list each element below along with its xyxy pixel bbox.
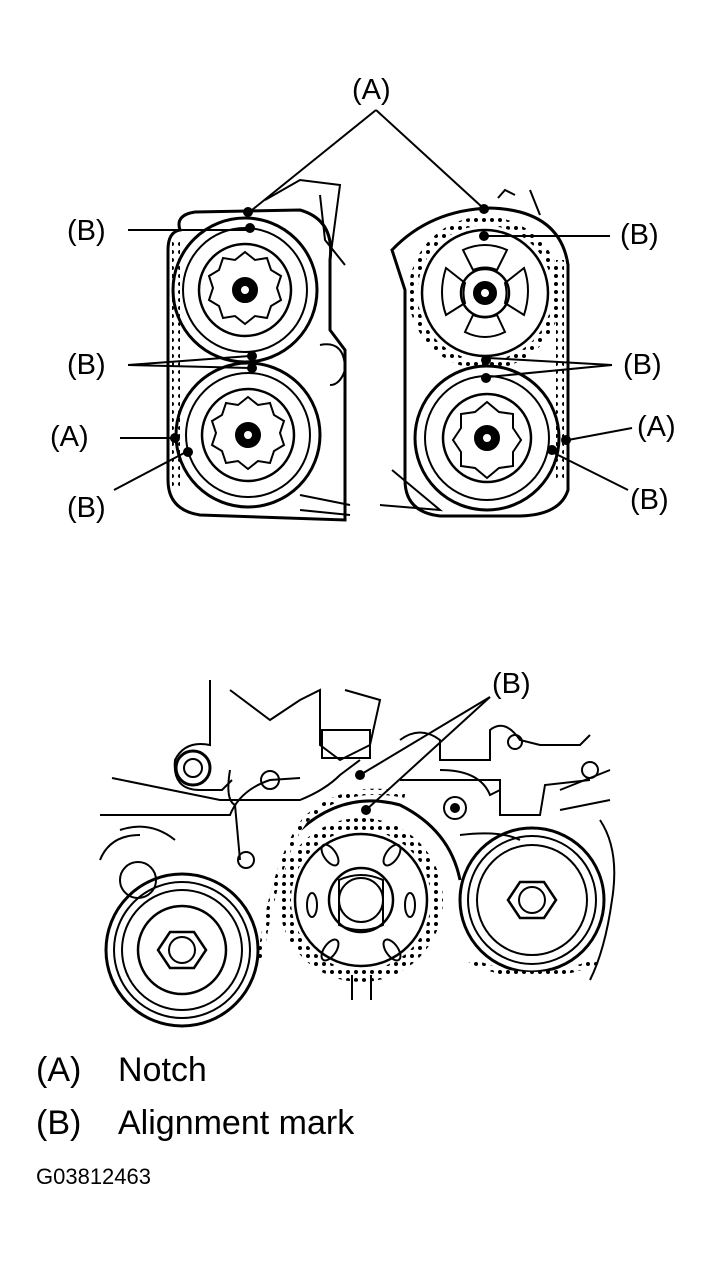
legend-key: (A) <box>36 1051 82 1089</box>
callout-b-bottom: (B) <box>492 668 531 700</box>
crank-sprocket-assembly <box>99 680 616 1028</box>
legend-item-notch: (A) Notch <box>36 1050 207 1090</box>
legend-key: (B) <box>36 1104 82 1142</box>
legend-text: Notch <box>118 1051 207 1089</box>
right-bank-assembly <box>379 188 571 518</box>
left-bank-assembly <box>166 178 351 522</box>
callout-a-right: (A) <box>637 411 676 443</box>
callout-b-left-middle: (B) <box>67 349 106 381</box>
legend-text: Alignment mark <box>118 1104 355 1142</box>
leader-lines-top <box>113 109 633 491</box>
right-cam-sprocket-upper <box>408 216 562 370</box>
leader-lines-bottom <box>359 696 491 811</box>
figure-code: G03812463 <box>36 1164 151 1189</box>
callout-b-right-lower: (B) <box>630 484 669 516</box>
callout-a-top: (A) <box>352 74 391 106</box>
right-cam-sprocket-lower <box>413 364 561 512</box>
left-cam-sprocket-upper <box>171 216 319 364</box>
left-cam-sprocket-lower <box>174 361 322 509</box>
callout-b-right-middle: (B) <box>623 349 662 381</box>
callout-b-left-upper: (B) <box>67 215 106 247</box>
callout-b-right-upper: (B) <box>620 219 659 251</box>
callout-b-left-lower: (B) <box>67 492 106 524</box>
callout-a-left: (A) <box>50 421 89 453</box>
legend-item-alignment-mark: (B) Alignment mark <box>36 1103 354 1143</box>
